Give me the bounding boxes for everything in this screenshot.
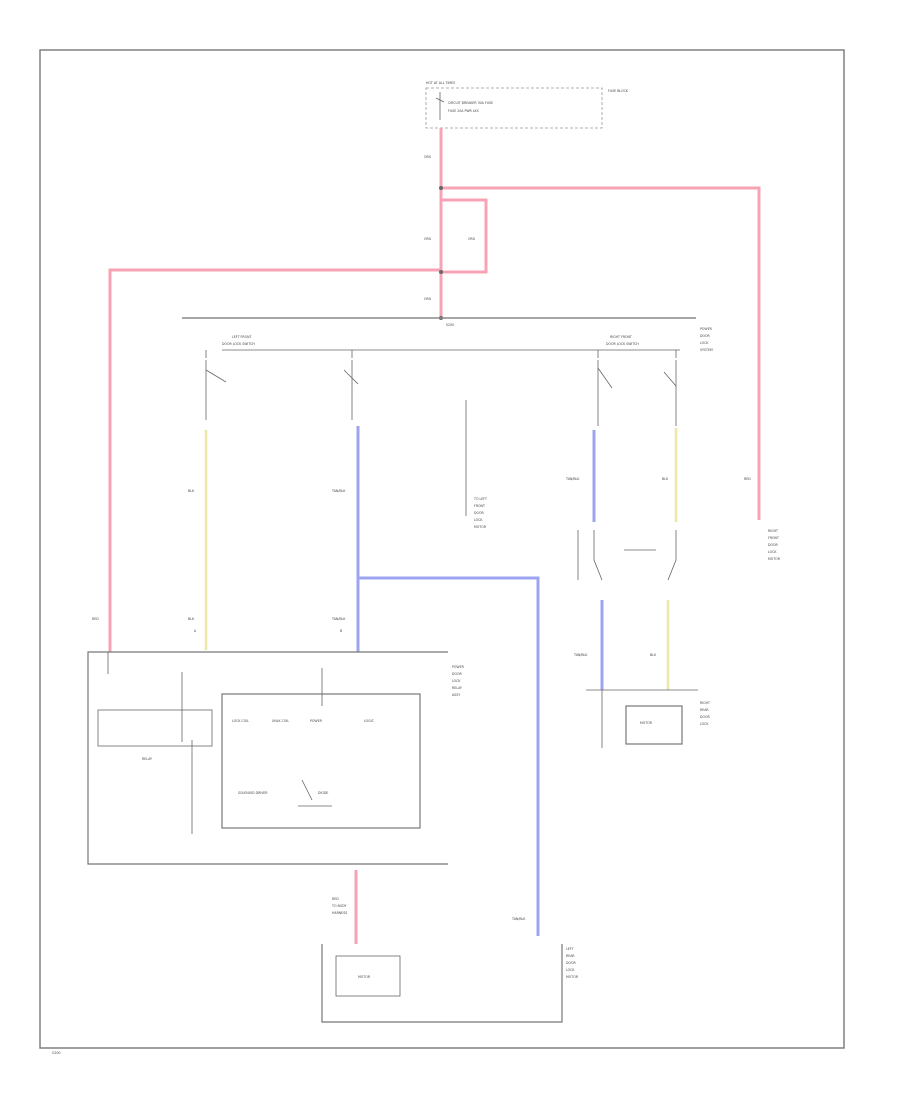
inner-label-2: UNLK COIL [272, 719, 289, 723]
left-blue-label: TAN/BLK [331, 489, 346, 493]
left-lock-switch [205, 350, 359, 420]
center-label-2: FRONT [474, 504, 485, 508]
right-rear-motor-label: MOTOR [640, 721, 653, 725]
module-name-5: ASSY [452, 693, 460, 697]
pink-supply-wires [108, 128, 761, 944]
right-switch-label: RIGHT FRONT [610, 335, 632, 339]
module-name-4: RELAY [452, 686, 462, 690]
fuse-line-1: CIRCUIT BREAKER 30A FUSE [448, 101, 493, 105]
diagram-frame [39, 49, 845, 1049]
wire-mid3: ORG [424, 297, 432, 301]
wire-mid1: ORG [424, 237, 432, 241]
right-lock-switch [597, 350, 677, 426]
inner-label-3: POWER [310, 719, 323, 723]
right-lower-yellow-label: BLK [650, 653, 657, 657]
left-switch-label-2: DOOR LOCK SWITCH [222, 342, 255, 346]
inner-label-1: LOCK COIL [232, 719, 249, 723]
bottom-red-label: RED [332, 897, 339, 901]
right-connector-label-2: FRONT [768, 536, 779, 540]
bus-name-4: SYSTEM [700, 348, 713, 352]
fuse-block: HOT AT ALL TIMES CIRCUIT BREAKER 30A FUS… [425, 81, 629, 129]
blue-wires [356, 426, 604, 936]
bottom-left-label-3: DOOR [566, 961, 576, 965]
right-pink-label: RED [744, 477, 751, 481]
left-switch-label: LEFT FRONT [232, 335, 251, 339]
bottom-left-label-1: LEFT [566, 947, 574, 951]
left-yellow-label: BLK [188, 489, 195, 493]
right-door-switch [577, 530, 698, 691]
right-blue-label: TAN/BLK [565, 477, 580, 481]
bus-name-2: DOOR [700, 334, 710, 338]
bottom-yellow-label: BLK [188, 617, 195, 621]
bottom-blue-label: TAN/BLK [331, 617, 346, 621]
bottom-left-label-4: LOCK [566, 968, 575, 972]
right-connector-label-1: RIGHT [768, 529, 778, 533]
corner-tag: G200 [52, 1051, 61, 1055]
inner-label-5: SOLENOID DRIVER [238, 791, 268, 795]
inner-label-6: DIODE [318, 791, 328, 795]
module-name-2: DOOR [452, 672, 462, 676]
relay-label: RELAY [142, 757, 152, 761]
right-connector-label-5: MOTOR [768, 557, 781, 561]
right-connector-label-4: LOCK [768, 550, 777, 554]
center-label-5: MOTOR [474, 525, 487, 529]
wire-top: ORG [424, 155, 432, 159]
bottom-motor-label: MOTOR [358, 975, 371, 979]
yellow-wires [204, 428, 678, 690]
module-name-1: POWER [452, 665, 465, 669]
rr-conn-label-3: DOOR [700, 715, 710, 719]
center-label-4: LOCK [474, 518, 483, 522]
bus-name-1: POWER [700, 327, 713, 331]
wire-mid2: ORG [468, 237, 476, 241]
bus-name-3: LOCK [700, 341, 709, 345]
splice-label: S200 [446, 323, 454, 327]
right-lower-blue-label: TAN/BLK [573, 653, 588, 657]
right-switch-label-2: DOOR LOCK SWITCH [606, 342, 639, 346]
bottom-left-label-5: MOTOR [566, 975, 579, 979]
bottom-motor [335, 955, 401, 997]
center-label-3: DOOR [474, 511, 484, 515]
relay-module [87, 651, 448, 865]
pin-b-label: B [340, 629, 342, 633]
bottom-left-label-2: REAR [566, 954, 575, 958]
right-yellow-label: BLK [662, 477, 669, 481]
splice-dots [439, 186, 443, 320]
module-name-3: LOCK [452, 679, 461, 683]
bottom-blue-wire-label: TAN/BLK [511, 917, 526, 921]
bottom-red-label-2: TO BODY [331, 904, 346, 908]
fuse-line-2: FUSE 20A PWR LKS [448, 109, 479, 113]
right-connector-label-3: DOOR [768, 543, 778, 547]
bottom-harness-box [321, 944, 563, 1023]
left-feed-label: RED [92, 617, 99, 621]
fuse-block-header: HOT AT ALL TIMES [426, 81, 455, 85]
rr-conn-label-2: REAR [700, 708, 709, 712]
fuse-block-name: FUSE BLOCK [608, 89, 629, 93]
center-label-1: TO LEFT [473, 497, 487, 501]
rr-conn-label-4: LOCK [700, 722, 709, 726]
right-rear-motor [625, 705, 683, 745]
inner-switch [298, 779, 332, 807]
bottom-red-label-3: HARNESS [332, 911, 347, 915]
inner-label-4: LOGIC [364, 719, 375, 723]
rr-conn-label-1: RIGHT [700, 701, 710, 705]
pin-a-label: A [194, 629, 197, 633]
